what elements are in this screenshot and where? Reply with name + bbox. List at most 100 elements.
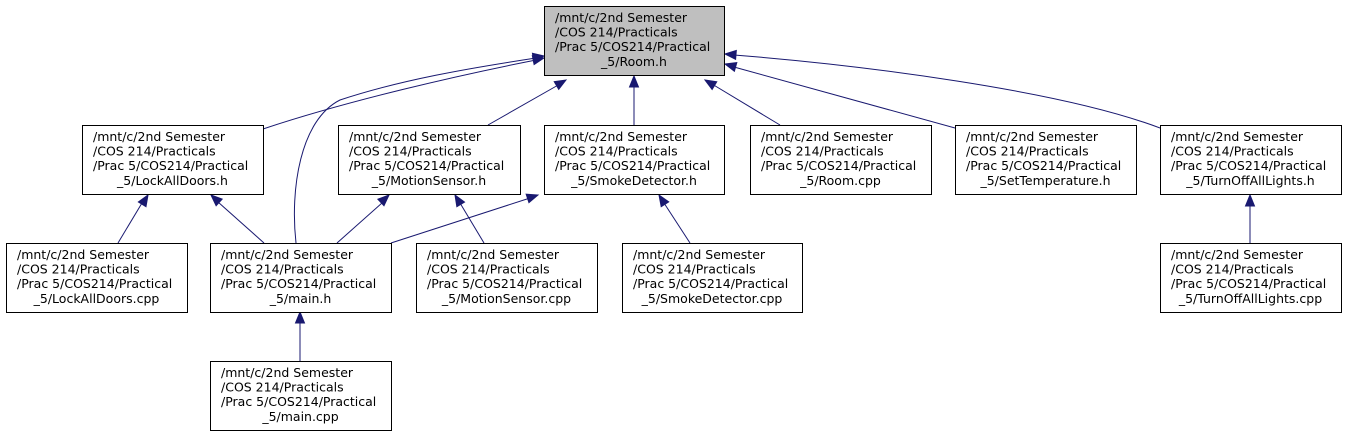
nodes-layer: /mnt/c/2nd Semester/COS 214/Practicals/P…	[6, 6, 1342, 431]
node-label-line: _5/SmokeDetector.h	[570, 173, 697, 188]
node-label-line: _5/MotionSensor.cpp	[441, 291, 571, 306]
node-box[interactable]	[1160, 243, 1342, 313]
node-label-line: /COS 214/Practicals	[93, 144, 216, 159]
node-label-line: /mnt/c/2nd Semester	[221, 365, 354, 380]
node-label-line: /COS 214/Practicals	[221, 262, 344, 277]
node-label-line: /COS 214/Practicals	[349, 144, 472, 159]
edge-smokedetector_h-to-room_h	[628, 74, 640, 125]
node-label-line: _5/main.h	[269, 291, 332, 306]
node-label-line: /mnt/c/2nd Semester	[17, 247, 150, 262]
edge-turnoffalllights_h-to-room_h	[723, 49, 1161, 129]
node-label-line: /COS 214/Practicals	[1171, 144, 1294, 159]
edge-line	[390, 197, 531, 244]
node-motionsensor-cpp[interactable]: /mnt/c/2nd Semester/COS 214/Practicals/P…	[416, 243, 598, 313]
node-motionsensor-h[interactable]: /mnt/c/2nd Semester/COS 214/Practicals/P…	[338, 125, 521, 195]
edge-line	[733, 66, 956, 129]
edge-line	[459, 202, 485, 244]
node-label-line: /mnt/c/2nd Semester	[555, 129, 688, 144]
node-box[interactable]	[544, 6, 725, 76]
node-box[interactable]	[82, 125, 264, 195]
node-label-line: /Prac 5/COS214/Practical	[349, 158, 504, 173]
arrowhead	[210, 194, 224, 207]
node-smokedetector-cpp[interactable]: /mnt/c/2nd Semester/COS 214/Practicals/P…	[622, 243, 803, 313]
arrowhead	[628, 74, 640, 88]
node-main-cpp[interactable]: /mnt/c/2nd Semester/COS 214/Practicals/P…	[210, 361, 392, 431]
node-room-cpp[interactable]: /mnt/c/2nd Semester/COS 214/Practicals/P…	[750, 125, 932, 195]
edge-line	[336, 202, 383, 244]
arrowhead	[703, 79, 718, 91]
node-label-line: _5/LockAllDoors.cpp	[33, 291, 160, 306]
node-label-line: _5/SmokeDetector.cpp	[641, 291, 783, 306]
node-box[interactable]	[210, 243, 392, 313]
edge-main_cpp-to-main_h	[294, 310, 306, 361]
edge-line	[217, 201, 265, 244]
node-label-line: /mnt/c/2nd Semester	[761, 129, 894, 144]
node-label-line: /COS 214/Practicals	[1171, 262, 1294, 277]
node-box[interactable]	[622, 243, 803, 313]
node-label-line: _5/TurnOffAllLights.h	[1185, 173, 1314, 188]
node-label-line: /COS 214/Practicals	[633, 262, 756, 277]
node-lockalldoors-cpp[interactable]: /mnt/c/2nd Semester/COS 214/Practicals/P…	[6, 243, 188, 313]
arrowhead	[531, 52, 546, 64]
node-label-line: /Prac 5/COS214/Practical	[633, 276, 788, 291]
node-label-line: /mnt/c/2nd Semester	[1171, 247, 1304, 262]
node-label-line: /mnt/c/2nd Semester	[93, 129, 226, 144]
node-smokedetector-h[interactable]: /mnt/c/2nd Semester/COS 214/Practicals/P…	[544, 125, 725, 195]
node-main-h[interactable]: /mnt/c/2nd Semester/COS 214/Practicals/P…	[210, 243, 392, 313]
node-label-line: /Prac 5/COS214/Practical	[761, 158, 916, 173]
edges-layer	[117, 49, 1256, 361]
arrowhead	[553, 79, 568, 91]
edge-turnoffalllights_cpp-to-turnoffalllights_h	[1244, 193, 1256, 243]
edge-lockalldoors_cpp-to-lockalldoors_h	[117, 193, 149, 244]
node-label-line: /Prac 5/COS214/Practical	[555, 158, 710, 173]
node-label-line: /COS 214/Practicals	[966, 144, 1089, 159]
arrowhead	[723, 62, 738, 73]
node-label-line: _5/LockAllDoors.h	[116, 173, 228, 188]
node-label-line: _5/SetTemperature.h	[979, 173, 1110, 188]
node-room-h[interactable]: /mnt/c/2nd Semester/COS 214/Practicals/P…	[544, 6, 725, 76]
edge-motionsensor_cpp-to-motionsensor_h	[454, 193, 485, 244]
node-label-line: /mnt/c/2nd Semester	[633, 247, 766, 262]
node-label-line: /COS 214/Practicals	[427, 262, 550, 277]
node-turnoffalllights-h[interactable]: /mnt/c/2nd Semester/COS 214/Practicals/P…	[1160, 125, 1342, 195]
node-label-line: /COS 214/Practicals	[221, 380, 344, 395]
edge-settemperature_h-to-room_h	[723, 62, 956, 129]
edge-lockalldoors_h-to-room_h	[262, 55, 546, 130]
arrowhead	[1244, 193, 1256, 207]
node-box[interactable]	[416, 243, 598, 313]
edge-line	[733, 54, 1161, 129]
edge-line	[711, 83, 781, 126]
node-box[interactable]	[1160, 125, 1342, 195]
node-box[interactable]	[955, 125, 1137, 195]
node-label-line: /Prac 5/COS214/Practical	[966, 158, 1121, 173]
edge-main_h-to-motionsensor_h	[336, 194, 390, 244]
node-box[interactable]	[750, 125, 932, 195]
node-label-line: /Prac 5/COS214/Practical	[555, 39, 710, 54]
arrowhead	[376, 194, 390, 207]
node-box[interactable]	[338, 125, 521, 195]
node-label-line: /COS 214/Practicals	[555, 25, 678, 40]
node-label-line: /mnt/c/2nd Semester	[966, 129, 1099, 144]
node-box[interactable]	[6, 243, 188, 313]
edge-line	[663, 202, 691, 244]
arrowhead	[294, 310, 306, 324]
node-box[interactable]	[544, 125, 725, 195]
edge-room_cpp-to-room_h	[703, 79, 781, 126]
node-label-line: /Prac 5/COS214/Practical	[93, 158, 248, 173]
edge-motionsensor_h-to-room_h	[487, 79, 568, 126]
arrowhead	[723, 49, 737, 61]
node-label-line: /Prac 5/COS214/Practical	[1171, 276, 1326, 291]
node-label-line: /Prac 5/COS214/Practical	[427, 276, 582, 291]
node-label-line: /mnt/c/2nd Semester	[427, 247, 560, 262]
node-label-line: _5/Room.cpp	[799, 173, 881, 188]
node-lockalldoors-h[interactable]: /mnt/c/2nd Semester/COS 214/Practicals/P…	[82, 125, 264, 195]
node-label-line: _5/MotionSensor.h	[371, 173, 486, 188]
node-settemperature-h[interactable]: /mnt/c/2nd Semester/COS 214/Practicals/P…	[955, 125, 1137, 195]
node-label-line: /mnt/c/2nd Semester	[349, 129, 482, 144]
node-box[interactable]	[210, 361, 392, 431]
node-label-line: _5/main.cpp	[261, 409, 338, 424]
node-turnoffalllights-cpp[interactable]: /mnt/c/2nd Semester/COS 214/Practicals/P…	[1160, 243, 1342, 313]
node-label-line: _5/TurnOffAllLights.cpp	[1178, 291, 1322, 306]
arrowhead	[525, 193, 540, 204]
